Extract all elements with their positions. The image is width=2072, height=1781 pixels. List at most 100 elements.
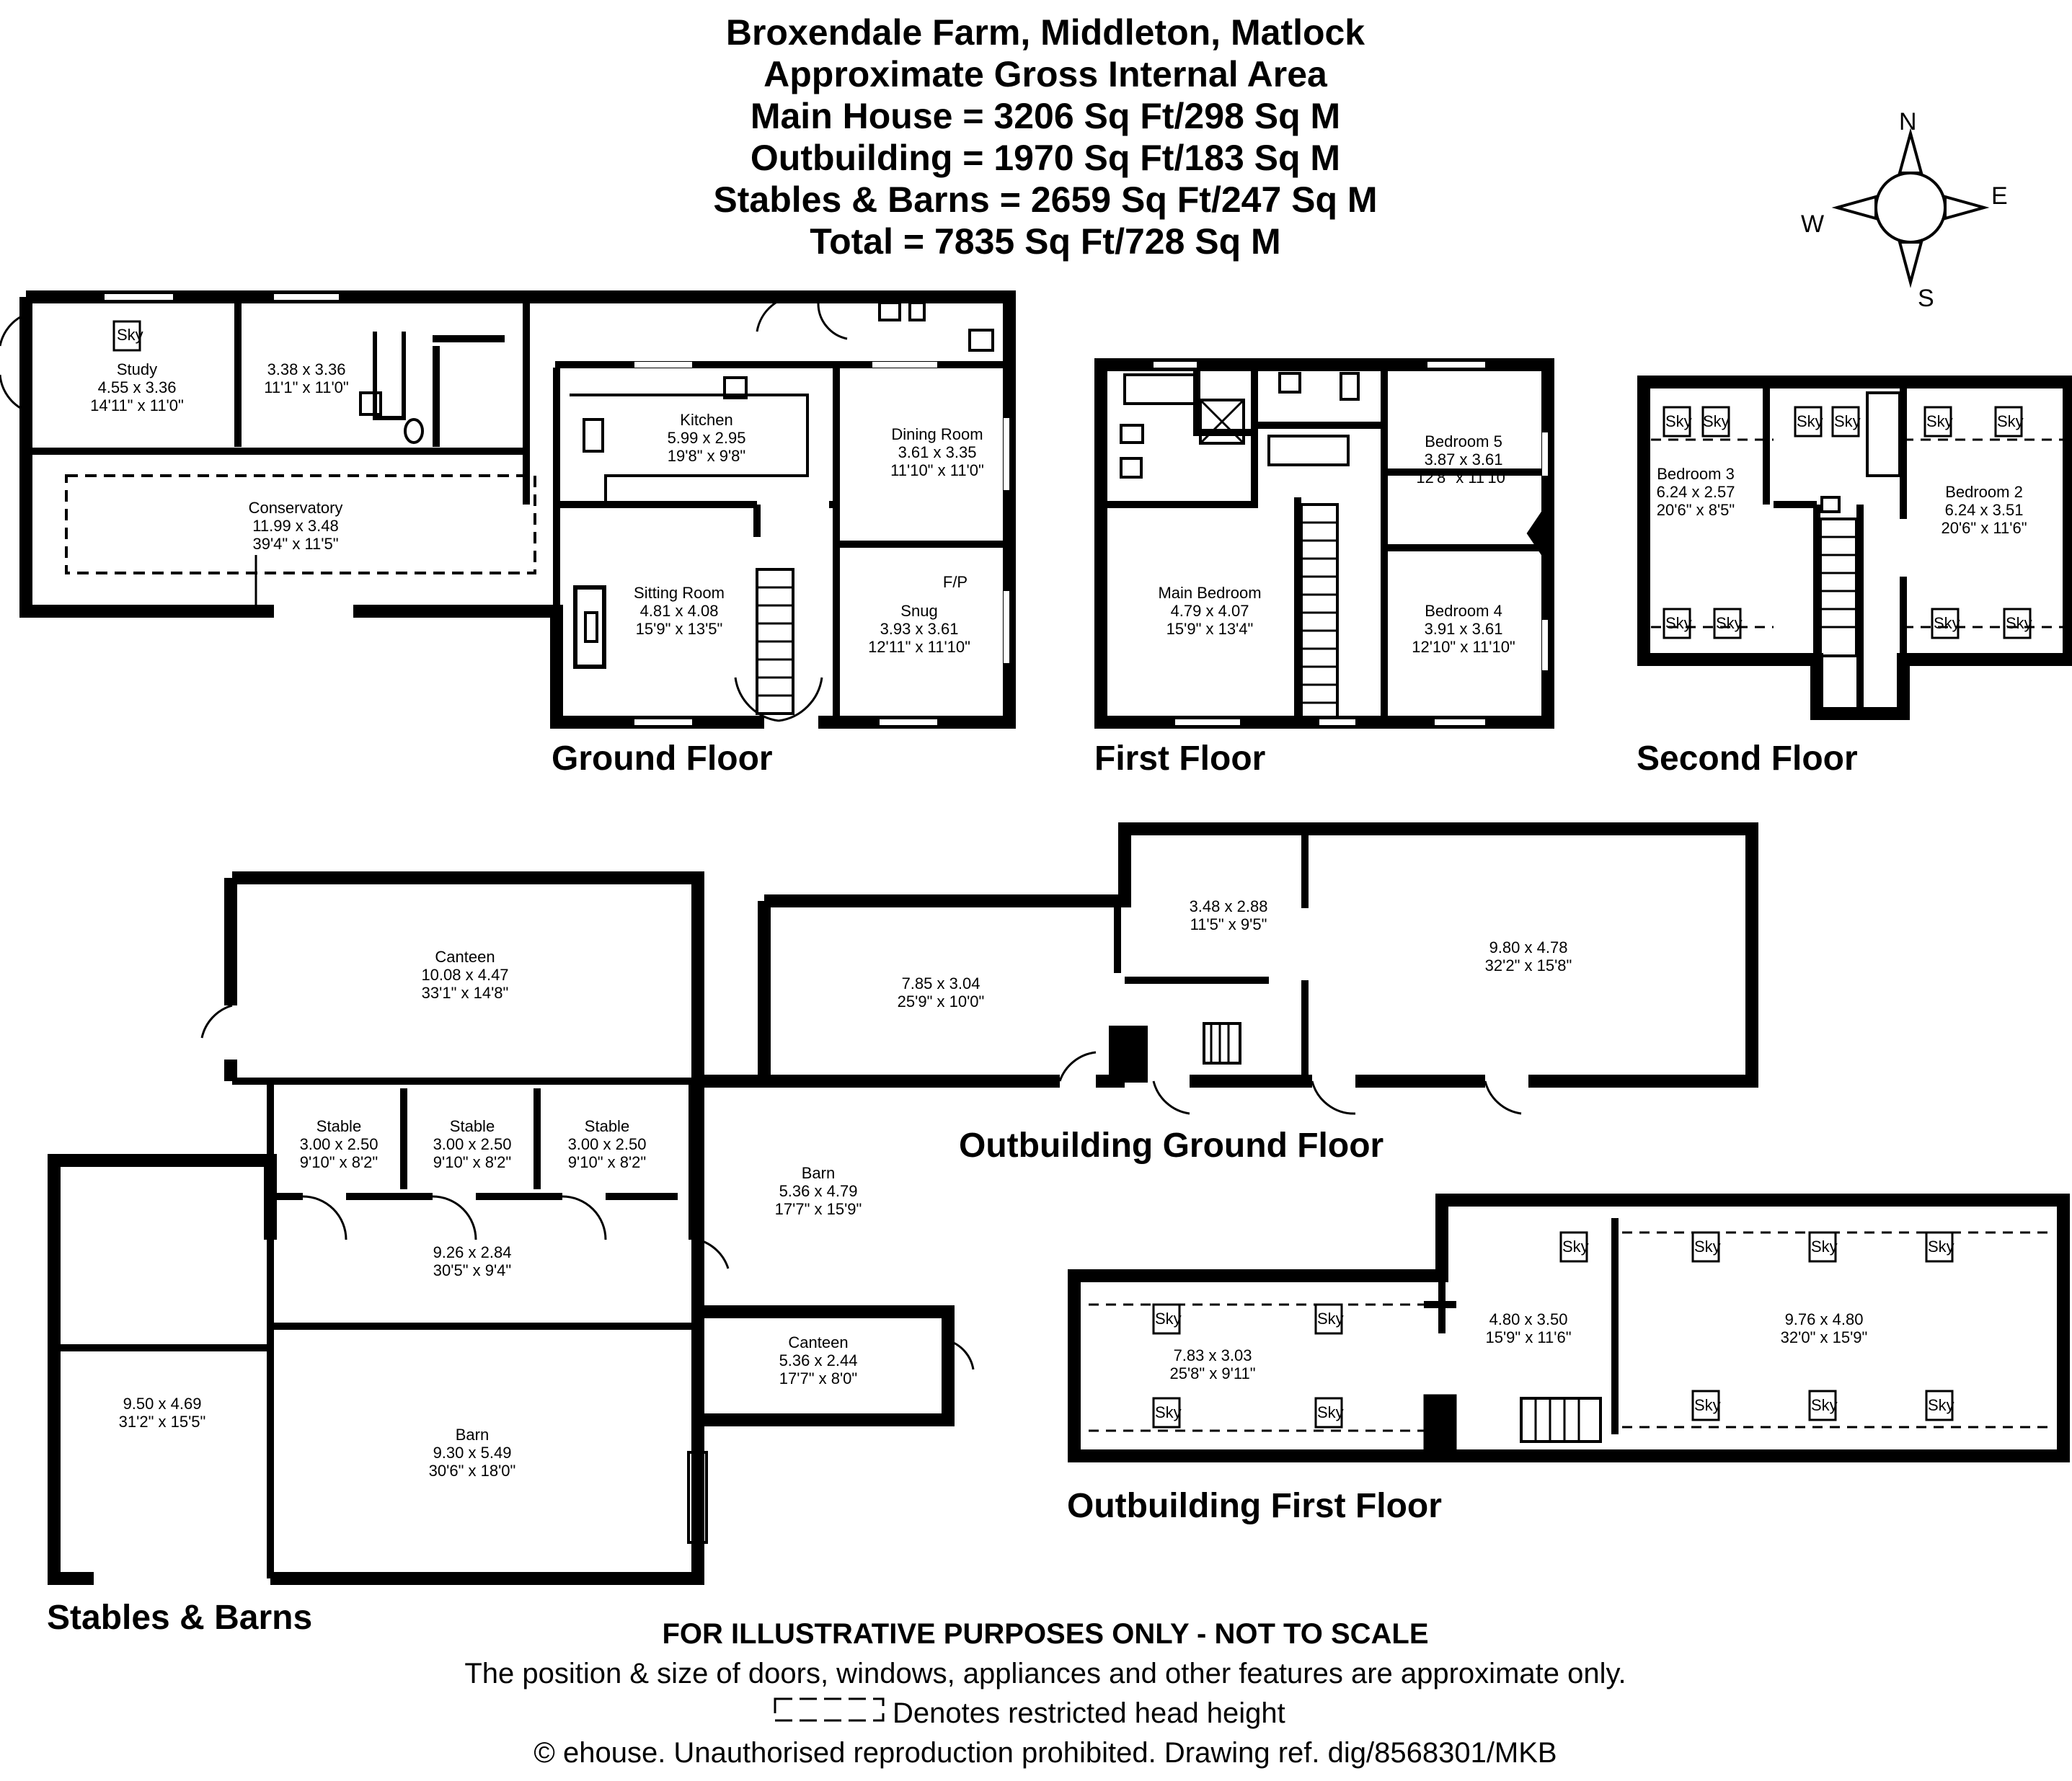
snug-name: Snug: [900, 602, 937, 620]
bedroom4-metric: 3.91 x 3.61: [1425, 620, 1503, 638]
canteen-top-metric: 10.08 x 4.47: [421, 966, 508, 984]
stable1-name: Stable: [316, 1117, 361, 1135]
area-outbuilding: Outbuilding = 1970 Sq Ft/183 Sq M: [751, 138, 1340, 178]
ground-floor-title: Ground Floor: [552, 740, 773, 778]
kitchen-metric: 5.99 x 2.95: [668, 429, 746, 447]
left-barn-metric: 9.50 x 4.69: [123, 1395, 202, 1413]
sky-label: Sky: [1797, 412, 1823, 430]
corridor-imperial: 30'5" x 9'4": [433, 1261, 511, 1279]
bedroom5-name: Bedroom 5: [1425, 432, 1502, 450]
study-metric: 4.55 x 3.36: [98, 378, 177, 396]
outbuilding-ground-labels: 7.85 x 3.04 25'9" x 10'0" 3.48 x 2.88 11…: [898, 897, 1572, 1011]
sitting-name: Sitting Room: [634, 584, 725, 602]
stable2-imperial: 9'10" x 8'2": [433, 1153, 511, 1171]
footer: FOR ILLUSTRATIVE PURPOSES ONLY - NOT TO …: [464, 1618, 1626, 1769]
sky-label: Sky: [1317, 1310, 1344, 1328]
bedroom4-imperial: 12'10" x 11'10": [1412, 638, 1515, 656]
sky-label: Sky: [2006, 614, 2032, 632]
area-stables-barns: Stables & Barns = 2659 Sq Ft/247 Sq M: [713, 179, 1377, 220]
outbuilding-first-title: Outbuilding First Floor: [1067, 1487, 1442, 1525]
second-floor-labels: Bedroom 3 6.24 x 2.57 20'6" x 8'5" Bedro…: [1657, 465, 2027, 537]
bedroom5-imperial: 12'8" x 11'10": [1416, 468, 1510, 487]
outbuilding-ground-plan: [758, 822, 1758, 1115]
compass-east: E: [1991, 182, 2008, 210]
barn-mid-name: Barn: [802, 1164, 835, 1182]
canteen-low-name: Canteen: [788, 1333, 848, 1351]
of-room2-metric: 4.80 x 3.50: [1489, 1310, 1568, 1328]
canteen-top-imperial: 33'1" x 14'8": [422, 984, 509, 1002]
og-room2-imperial: 11'5" x 9'5": [1190, 915, 1267, 933]
legend-text: Denotes restricted head height: [893, 1697, 1285, 1729]
area-total: Total = 7835 Sq Ft/728 Sq M: [810, 221, 1280, 262]
compass-icon: N E S W: [1801, 108, 2008, 312]
stable2-metric: 3.00 x 2.50: [433, 1135, 512, 1153]
corridor-metric: 9.26 x 2.84: [433, 1243, 512, 1261]
stable3-imperial: 9'10" x 8'2": [568, 1153, 646, 1171]
conservatory-metric: 11.99 x 3.48: [252, 517, 338, 535]
sky-label: Sky: [1694, 1396, 1721, 1414]
sky-label: Sky: [1926, 412, 1953, 430]
og-room3-imperial: 32'2" x 15'8": [1485, 956, 1572, 974]
main-bedroom-imperial: 15'9" x 13'4": [1166, 620, 1254, 638]
restricted-height-swatch-icon: [774, 1697, 885, 1722]
bedroom3-metric: 6.24 x 2.57: [1657, 483, 1735, 501]
first-floor-title: First Floor: [1094, 740, 1265, 778]
copyright: © ehouse. Unauthorised reproduction proh…: [534, 1737, 1557, 1769]
dining-name: Dining Room: [891, 425, 983, 443]
study-sky-label: Sky: [117, 326, 143, 344]
bedroom4-name: Bedroom 4: [1425, 602, 1502, 620]
sky-label: Sky: [1934, 614, 1960, 632]
area-main-house: Main House = 3206 Sq Ft/298 Sq M: [751, 96, 1340, 136]
og-room1-imperial: 25'9" x 10'0": [898, 992, 985, 1011]
sitting-metric: 4.81 x 4.08: [640, 602, 719, 620]
stable1-imperial: 9'10" x 8'2": [300, 1153, 378, 1171]
og-room3-metric: 9.80 x 4.78: [1489, 938, 1568, 956]
second-floor-title: Second Floor: [1637, 740, 1858, 778]
of-room1-imperial: 25'8" x 9'11": [1169, 1364, 1255, 1382]
sky-label: Sky: [1665, 412, 1692, 430]
approximation-note: The position & size of doors, windows, a…: [464, 1658, 1626, 1689]
bedroom3-imperial: 20'6" x 8'5": [1657, 501, 1735, 519]
sky-label: Sky: [1694, 1238, 1721, 1256]
barn-low-name: Barn: [456, 1426, 489, 1444]
canteen-top-name: Canteen: [435, 948, 495, 966]
property-title: Broxendale Farm, Middleton, Matlock: [726, 12, 1365, 53]
first-floor-labels: Main Bedroom 4.79 x 4.07 15'9" x 13'4" B…: [1158, 432, 1515, 656]
sky-label: Sky: [1155, 1310, 1182, 1328]
bedroom3-name: Bedroom 3: [1657, 465, 1735, 483]
bedroom5-metric: 3.87 x 3.61: [1425, 450, 1503, 468]
sky-label: Sky: [1562, 1238, 1589, 1256]
sky-label: Sky: [1811, 1396, 1838, 1414]
bedroom2-metric: 6.24 x 3.51: [1945, 501, 2024, 519]
barn-low-metric: 9.30 x 5.49: [433, 1444, 512, 1462]
gf-room2-metric: 3.38 x 3.36: [267, 360, 346, 378]
barn-mid-imperial: 17'7" x 15'9": [775, 1200, 862, 1218]
of-room2-imperial: 15'9" x 11'6": [1485, 1328, 1571, 1346]
of-room1-metric: 7.83 x 3.03: [1174, 1346, 1252, 1364]
kitchen-imperial: 19'8" x 9'8": [668, 447, 745, 465]
left-barn-imperial: 31'2" x 15'5": [119, 1413, 206, 1431]
og-room2-metric: 3.48 x 2.88: [1190, 897, 1268, 915]
bedroom2-imperial: 20'6" x 11'6": [1941, 519, 2027, 537]
sky-label: Sky: [1928, 1238, 1954, 1256]
sky-label: Sky: [1665, 614, 1692, 632]
stables-barns-labels: Canteen 10.08 x 4.47 33'1" x 14'8" Stabl…: [119, 948, 862, 1480]
of-room3-imperial: 32'0" x 15'9": [1781, 1328, 1868, 1346]
snug-imperial: 12'11" x 11'10": [868, 638, 970, 656]
snug-metric: 3.93 x 3.61: [880, 620, 959, 638]
outbuilding-ground-title: Outbuilding Ground Floor: [959, 1127, 1383, 1165]
study-imperial: 14'11" x 11'0": [90, 396, 184, 414]
kitchen-name: Kitchen: [680, 411, 732, 429]
compass-south: S: [1918, 285, 1934, 312]
header: Broxendale Farm, Middleton, Matlock Appr…: [713, 12, 1377, 262]
sky-label: Sky: [1155, 1403, 1182, 1421]
fireplace-label: F/P: [943, 573, 968, 591]
conservatory-imperial: 39'4" x 11'5": [252, 535, 338, 553]
outbuilding-first-labels: 7.83 x 3.03 25'8" x 9'11" 4.80 x 3.50 15…: [1169, 1310, 1867, 1382]
canteen-low-metric: 5.36 x 2.44: [779, 1351, 858, 1369]
bedroom2-name: Bedroom 2: [1945, 483, 2023, 501]
main-bedroom-name: Main Bedroom: [1158, 584, 1261, 602]
stables-barns-plan: [48, 871, 975, 1585]
ground-floor-labels: Study 4.55 x 3.36 14'11" x 11'0" 3.38 x …: [90, 360, 984, 656]
sitting-imperial: 15'9" x 13'5": [636, 620, 723, 638]
